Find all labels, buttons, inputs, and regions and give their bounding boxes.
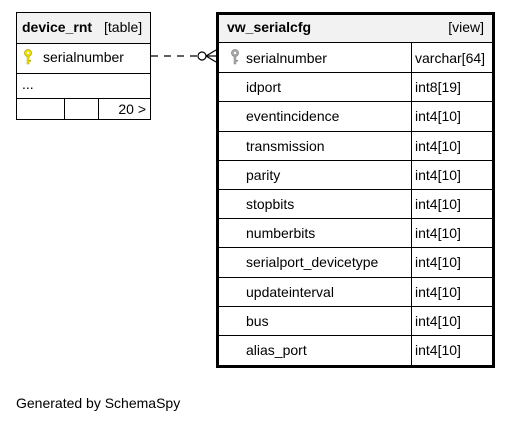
row-divider	[219, 306, 492, 307]
ellipsis-row: ...	[17, 74, 150, 99]
column-type: int4[10]	[415, 166, 461, 183]
column-name[interactable]: stopbits	[246, 196, 295, 212]
row-divider	[219, 247, 492, 248]
column-divider	[411, 43, 412, 365]
column-type: int8[19]	[415, 79, 461, 96]
column-type: int4[10]	[415, 283, 461, 300]
row-divider	[219, 131, 492, 132]
row-divider	[219, 101, 492, 102]
column-type: int4[10]	[415, 225, 461, 242]
footer-divider	[64, 99, 65, 119]
table-title[interactable]: vw_serialcfg	[227, 19, 312, 35]
column-type: int4[10]	[415, 108, 461, 125]
column-name[interactable]: numberbits	[246, 225, 316, 242]
column-name[interactable]: eventincidence	[246, 108, 340, 125]
table-header: device_rnt [table]	[17, 13, 150, 44]
row-divider	[219, 189, 492, 190]
column-name[interactable]: transmission	[246, 137, 325, 154]
table-device-rnt[interactable]: device_rnt [table] serialnumber ... 20 >	[16, 12, 151, 120]
row-divider	[219, 72, 492, 73]
table-title[interactable]: device_rnt	[22, 19, 93, 35]
column-type: int4[10]	[415, 137, 461, 154]
table-kind-label: [table]	[104, 19, 143, 35]
column-name[interactable]: parity	[246, 166, 281, 183]
table-header: vw_serialcfg [view]	[219, 15, 492, 43]
column-type: varchar[64]	[415, 50, 486, 66]
column-name[interactable]: serialnumber	[246, 50, 327, 66]
column-type: int4[10]	[415, 342, 461, 358]
table-row[interactable]: serialnumber	[17, 43, 150, 74]
column-type: int4[10]	[415, 312, 461, 329]
row-divider	[219, 335, 492, 336]
column-name[interactable]: updateinterval	[246, 283, 334, 300]
column-type: int4[10]	[415, 254, 461, 271]
table-vw-serialcfg[interactable]: vw_serialcfg [view] serialnumber varchar[…	[216, 12, 495, 368]
generator-credit: Generated by SchemaSpy	[16, 395, 181, 411]
footer-divider	[98, 99, 99, 119]
column-name[interactable]: serialport_devicetype	[246, 254, 379, 271]
row-divider	[219, 277, 492, 278]
table-kind-label: [view]	[448, 19, 484, 35]
row-divider	[219, 218, 492, 219]
table-footer-row: 20 >	[17, 99, 150, 119]
column-name[interactable]: alias_port	[246, 342, 307, 358]
column-name[interactable]: idport	[246, 79, 282, 96]
row-count-link[interactable]: 20 >	[118, 101, 146, 117]
row-divider	[219, 160, 492, 161]
column-name[interactable]: bus	[246, 312, 269, 329]
column-type: int4[10]	[415, 196, 461, 212]
ellipsis-text: ...	[22, 76, 34, 92]
column-name[interactable]: serialnumber	[43, 49, 124, 65]
